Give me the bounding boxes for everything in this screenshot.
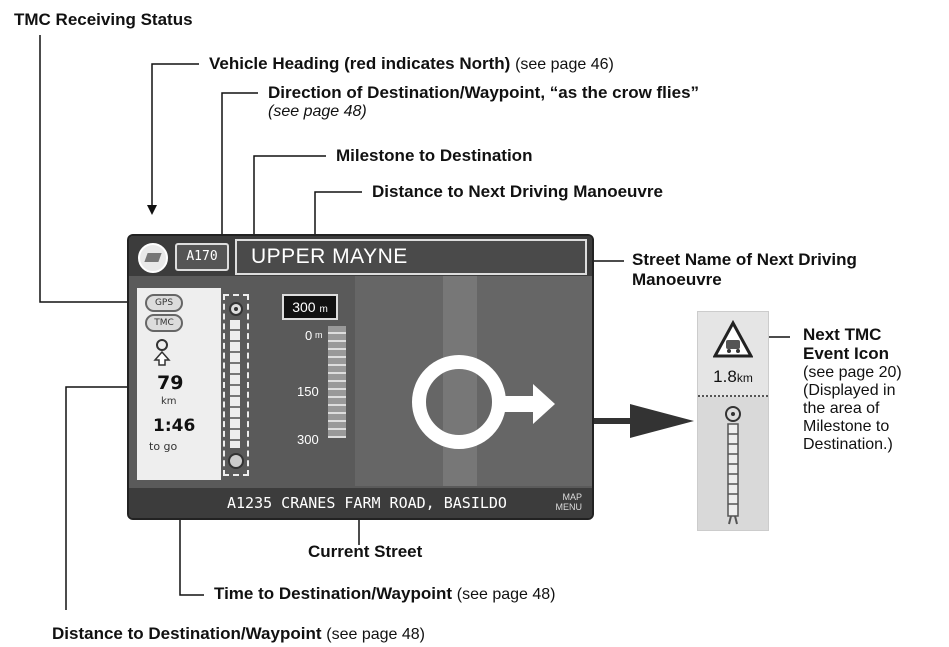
navigation-screen: A170 UPPER MAYNE GPS TMC 79 km 1:46 to g… xyxy=(127,234,594,520)
gps-indicator: GPS xyxy=(145,294,183,312)
vehicle-heading-icon xyxy=(138,243,168,273)
label-vehicle-heading: Vehicle Heading (red indicates North) (s… xyxy=(209,54,614,74)
distance-unit: km xyxy=(161,396,177,407)
time-caption: to go xyxy=(149,440,177,453)
label-direction: Direction of Destination/Waypoint, “as t… xyxy=(268,83,699,102)
route-number-badge: A170 xyxy=(175,243,229,271)
manoeuvre-distance-scale xyxy=(328,326,346,438)
current-street-name: A1235 CRANES FARM ROAD, BASILDO xyxy=(227,494,507,512)
tmc-status-indicator: TMC xyxy=(145,314,183,332)
leader-heading xyxy=(152,64,199,205)
label-time: Time to Destination/Waypoint (see page 4… xyxy=(214,584,555,604)
leader-distance xyxy=(66,387,134,610)
next-street-box: UPPER MAYNE xyxy=(235,239,587,275)
inset-milestone-bar xyxy=(722,404,744,526)
junction-view xyxy=(355,276,592,486)
scale-tick-0: 0 xyxy=(305,328,312,343)
roundabout-manoeuvre-icon xyxy=(355,276,592,486)
arrowhead-heading xyxy=(147,205,157,215)
top-bar: A170 UPPER MAYNE xyxy=(129,236,592,276)
scale-tick-unit: m xyxy=(315,330,323,340)
time-to-destination: 1:46 xyxy=(153,416,195,436)
tmc-event-inset: 1.8km xyxy=(697,311,769,531)
next-street-name: UPPER MAYNE xyxy=(251,245,408,269)
traffic-warning-icon xyxy=(713,320,753,362)
milestone-top-icon xyxy=(227,300,245,318)
scale-tick-150: 150 xyxy=(297,384,319,399)
tmc-event-area: 1.8km xyxy=(698,312,768,397)
tmc-event-distance: 1.8km xyxy=(698,367,768,387)
scale-tick-300: 300 xyxy=(297,432,319,447)
distance-to-destination: 79 xyxy=(157,372,183,394)
label-manoeuvre-distance: Distance to Next Driving Manoeuvre xyxy=(372,182,663,201)
vehicle-position-icon xyxy=(227,452,245,470)
label-milestone: Milestone to Destination xyxy=(336,146,532,165)
label-direction-ref: (see page 48) xyxy=(268,102,367,121)
label-tmc-status: TMC Receiving Status xyxy=(14,10,193,29)
milestone-track xyxy=(230,320,240,448)
label-street-next-2: Manoeuvre xyxy=(632,270,722,289)
label-tmc-event: Next TMC Event Icon (see page 20) (Displ… xyxy=(803,326,902,454)
destination-direction-icon xyxy=(151,338,173,366)
label-distance: Distance to Destination/Waypoint (see pa… xyxy=(52,624,425,644)
milestone-bar xyxy=(223,294,249,476)
destination-info-panel: GPS TMC 79 km 1:46 to go xyxy=(137,288,221,480)
label-street-next-1: Street Name of Next Driving xyxy=(632,250,857,269)
manoeuvre-distance-chip: 300 m xyxy=(282,294,338,320)
label-current-street: Current Street xyxy=(308,542,422,561)
